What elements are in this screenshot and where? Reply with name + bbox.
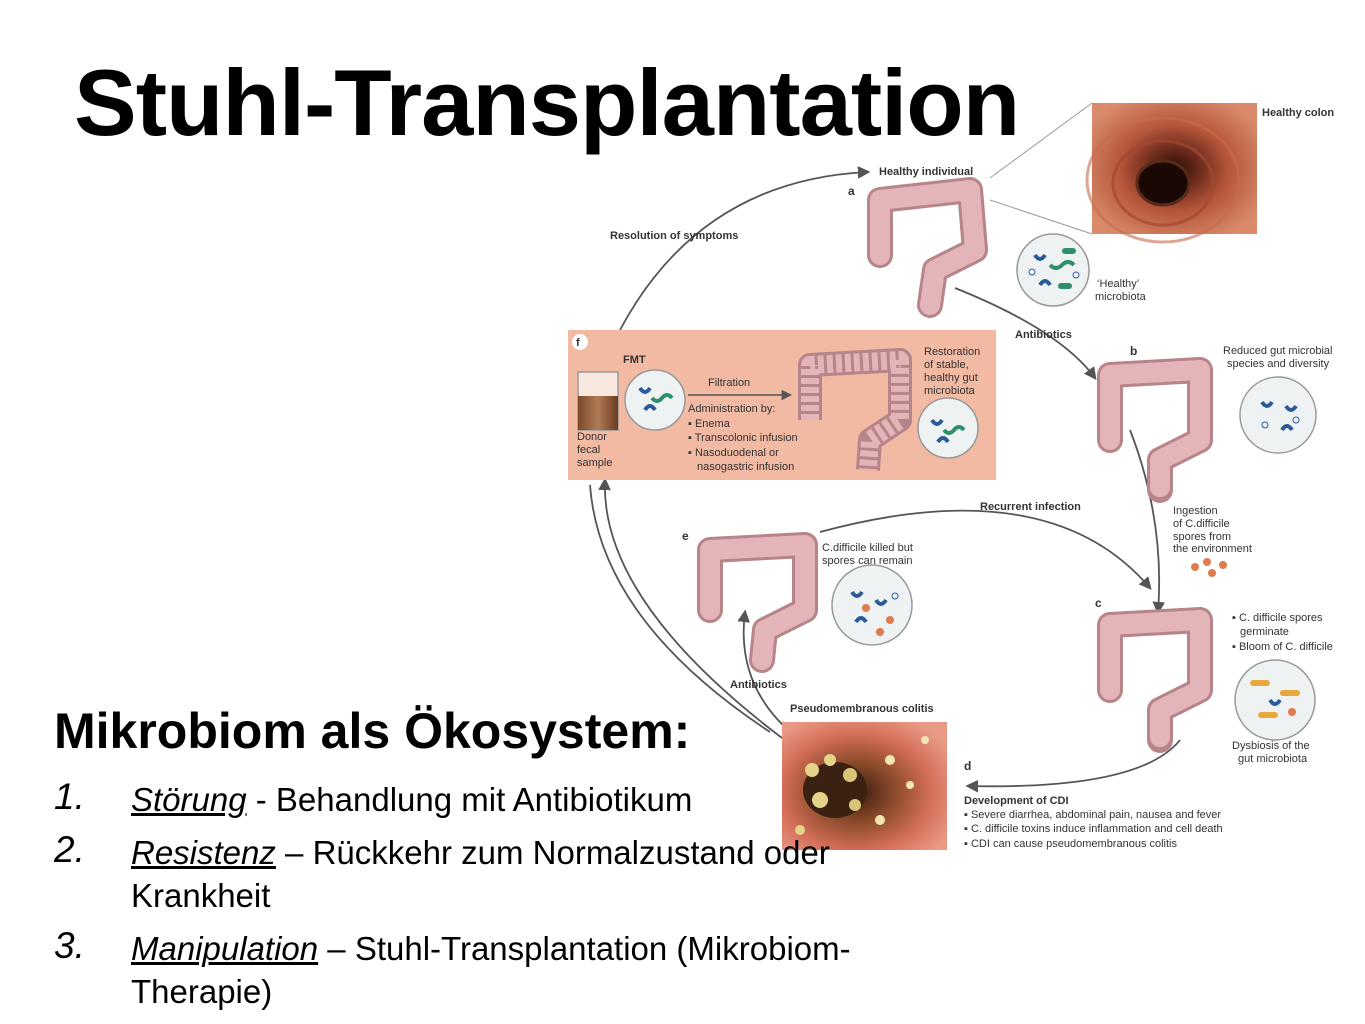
spores	[1191, 558, 1227, 577]
arrow-c-to-d	[965, 739, 1181, 793]
label-filtration: Filtration	[708, 377, 750, 389]
label-restoration-4: microbiota	[924, 385, 976, 397]
label-reduced-2: species and diversity	[1227, 358, 1330, 370]
label-healthy-microbiota-1: ‘Healthy’	[1097, 278, 1139, 290]
colon-c	[1097, 607, 1213, 753]
microbiota-healthy	[1016, 233, 1090, 307]
label-healthy-individual: Healthy individual	[879, 166, 973, 178]
arrow-f-to-a	[619, 166, 871, 331]
panel-letter-f: f	[576, 337, 580, 349]
arrow-b-to-c	[1129, 429, 1166, 615]
label-c-2: germinate	[1240, 626, 1289, 638]
label-admin-4: nasogastric infusion	[697, 461, 794, 473]
label-cdi-1: ▪ Severe diarrhea, abdominal pain, nause…	[964, 809, 1221, 821]
label-admin-title: Administration by:	[688, 403, 775, 415]
list-item: 3. Manipulation – Stuhl-Transplantation (…	[54, 925, 954, 1013]
colon-e	[697, 532, 818, 673]
label-cdi-2: ▪ C. difficile toxins induce inflammatio…	[964, 823, 1223, 835]
microbiota-killed	[831, 564, 913, 646]
label-healthy-colon: Healthy colon	[1262, 107, 1334, 119]
label-admin-1: ▪ Enema	[688, 418, 731, 430]
colons	[697, 177, 1213, 753]
list-number: 3.	[54, 925, 85, 966]
list-number: 1.	[54, 776, 85, 817]
label-ingestion-1: Ingestion	[1173, 505, 1218, 517]
colon-b	[1097, 357, 1213, 503]
label-c-1: ▪ C. difficile spores	[1232, 612, 1323, 624]
arrow-e-to-c	[819, 509, 1152, 590]
panel-letter-d: d	[964, 759, 971, 773]
list-text: – Rückkehr zum Normalzustand oder Krankh…	[131, 834, 830, 914]
label-donor-1: Donor	[577, 431, 607, 443]
pseudomembranous-colitis-photo	[782, 722, 947, 850]
label-recurrent-infection: Recurrent infection	[980, 501, 1081, 513]
label-antibiotics-bottom: Antibiotics	[730, 679, 787, 691]
colon-a	[867, 177, 988, 318]
label-pseudomembranous: Pseudomembranous colitis	[790, 703, 934, 715]
label-killed-1: C.difficile killed but	[822, 542, 913, 554]
label-antibiotics-top: Antibiotics	[1015, 329, 1072, 341]
label-donor-2: fecal	[577, 444, 600, 456]
label-restoration-3: healthy gut	[924, 372, 978, 384]
label-reduced-1: Reduced gut microbial	[1223, 345, 1332, 357]
list-text: – Stuhl-Transplantation (Mikrobiom-Thera…	[131, 930, 851, 1010]
label-restoration-1: Restoration	[924, 346, 980, 358]
list-item: 1. Störung - Behandlung mit Antibiotikum	[54, 776, 954, 821]
healthy-colon-photo	[989, 102, 1257, 244]
microbiota-reduced	[1239, 376, 1317, 454]
cycle-arrows	[589, 166, 1181, 793]
label-admin-2: ▪ Transcolonic infusion	[688, 432, 798, 444]
list-term: Störung	[131, 781, 247, 818]
label-admin-3: ▪ Nasoduodenal or	[688, 447, 779, 459]
panel-letter-c: c	[1095, 596, 1102, 610]
label-restoration-2: of stable,	[924, 359, 969, 371]
label-dysbiosis-1: Dysbiosis of the	[1232, 740, 1310, 752]
arrow-outer	[589, 484, 771, 733]
list-number: 2.	[54, 829, 85, 870]
label-dysbiosis-2: gut microbiota	[1238, 753, 1308, 765]
label-ingestion-2: of C.difficile	[1173, 518, 1230, 530]
label-cdi-3: ▪ CDI can cause pseudomembranous colitis	[964, 838, 1178, 850]
list-term: Manipulation	[131, 930, 319, 967]
slide-title: Stuhl-Transplantation	[74, 50, 1020, 155]
list-text: - Behandlung mit Antibiotikum	[246, 781, 693, 818]
label-ingestion-4: the environment	[1173, 543, 1252, 555]
fmt-panel	[568, 330, 996, 480]
label-resolution: Resolution of symptoms	[610, 230, 738, 242]
microbiota-circles	[831, 233, 1317, 741]
label-cdi-title: Development of CDI	[964, 795, 1069, 807]
arrow-d-to-f	[598, 477, 783, 739]
panel-letter-b: b	[1130, 344, 1137, 358]
label-healthy-microbiota-2: microbiota	[1095, 291, 1147, 303]
slide-subtitle: Mikrobiom als Ökosystem:	[54, 703, 691, 759]
label-c-3: ▪ Bloom of C. difficile	[1232, 641, 1333, 653]
arrow-a-to-b	[954, 287, 1097, 381]
panel-letter-e: e	[682, 529, 689, 543]
ecosystem-list: 1.Störung - Behandlung mit Antibiotikum …	[54, 776, 954, 1023]
diagram-labels: Healthy colon Healthy individual a Resol…	[576, 107, 1334, 850]
label-fmt: FMT	[623, 354, 646, 366]
list-item: 2. Resistenz – Rückkehr zum Normalzustand…	[54, 829, 954, 917]
label-donor-3: sample	[577, 457, 612, 469]
label-killed-2: spores can remain	[822, 555, 913, 567]
label-ingestion-3: spores from	[1173, 531, 1231, 543]
panel-letter-a: a	[848, 184, 855, 198]
list-term: Resistenz	[131, 834, 276, 871]
microbiota-dysbiosis	[1234, 659, 1316, 741]
